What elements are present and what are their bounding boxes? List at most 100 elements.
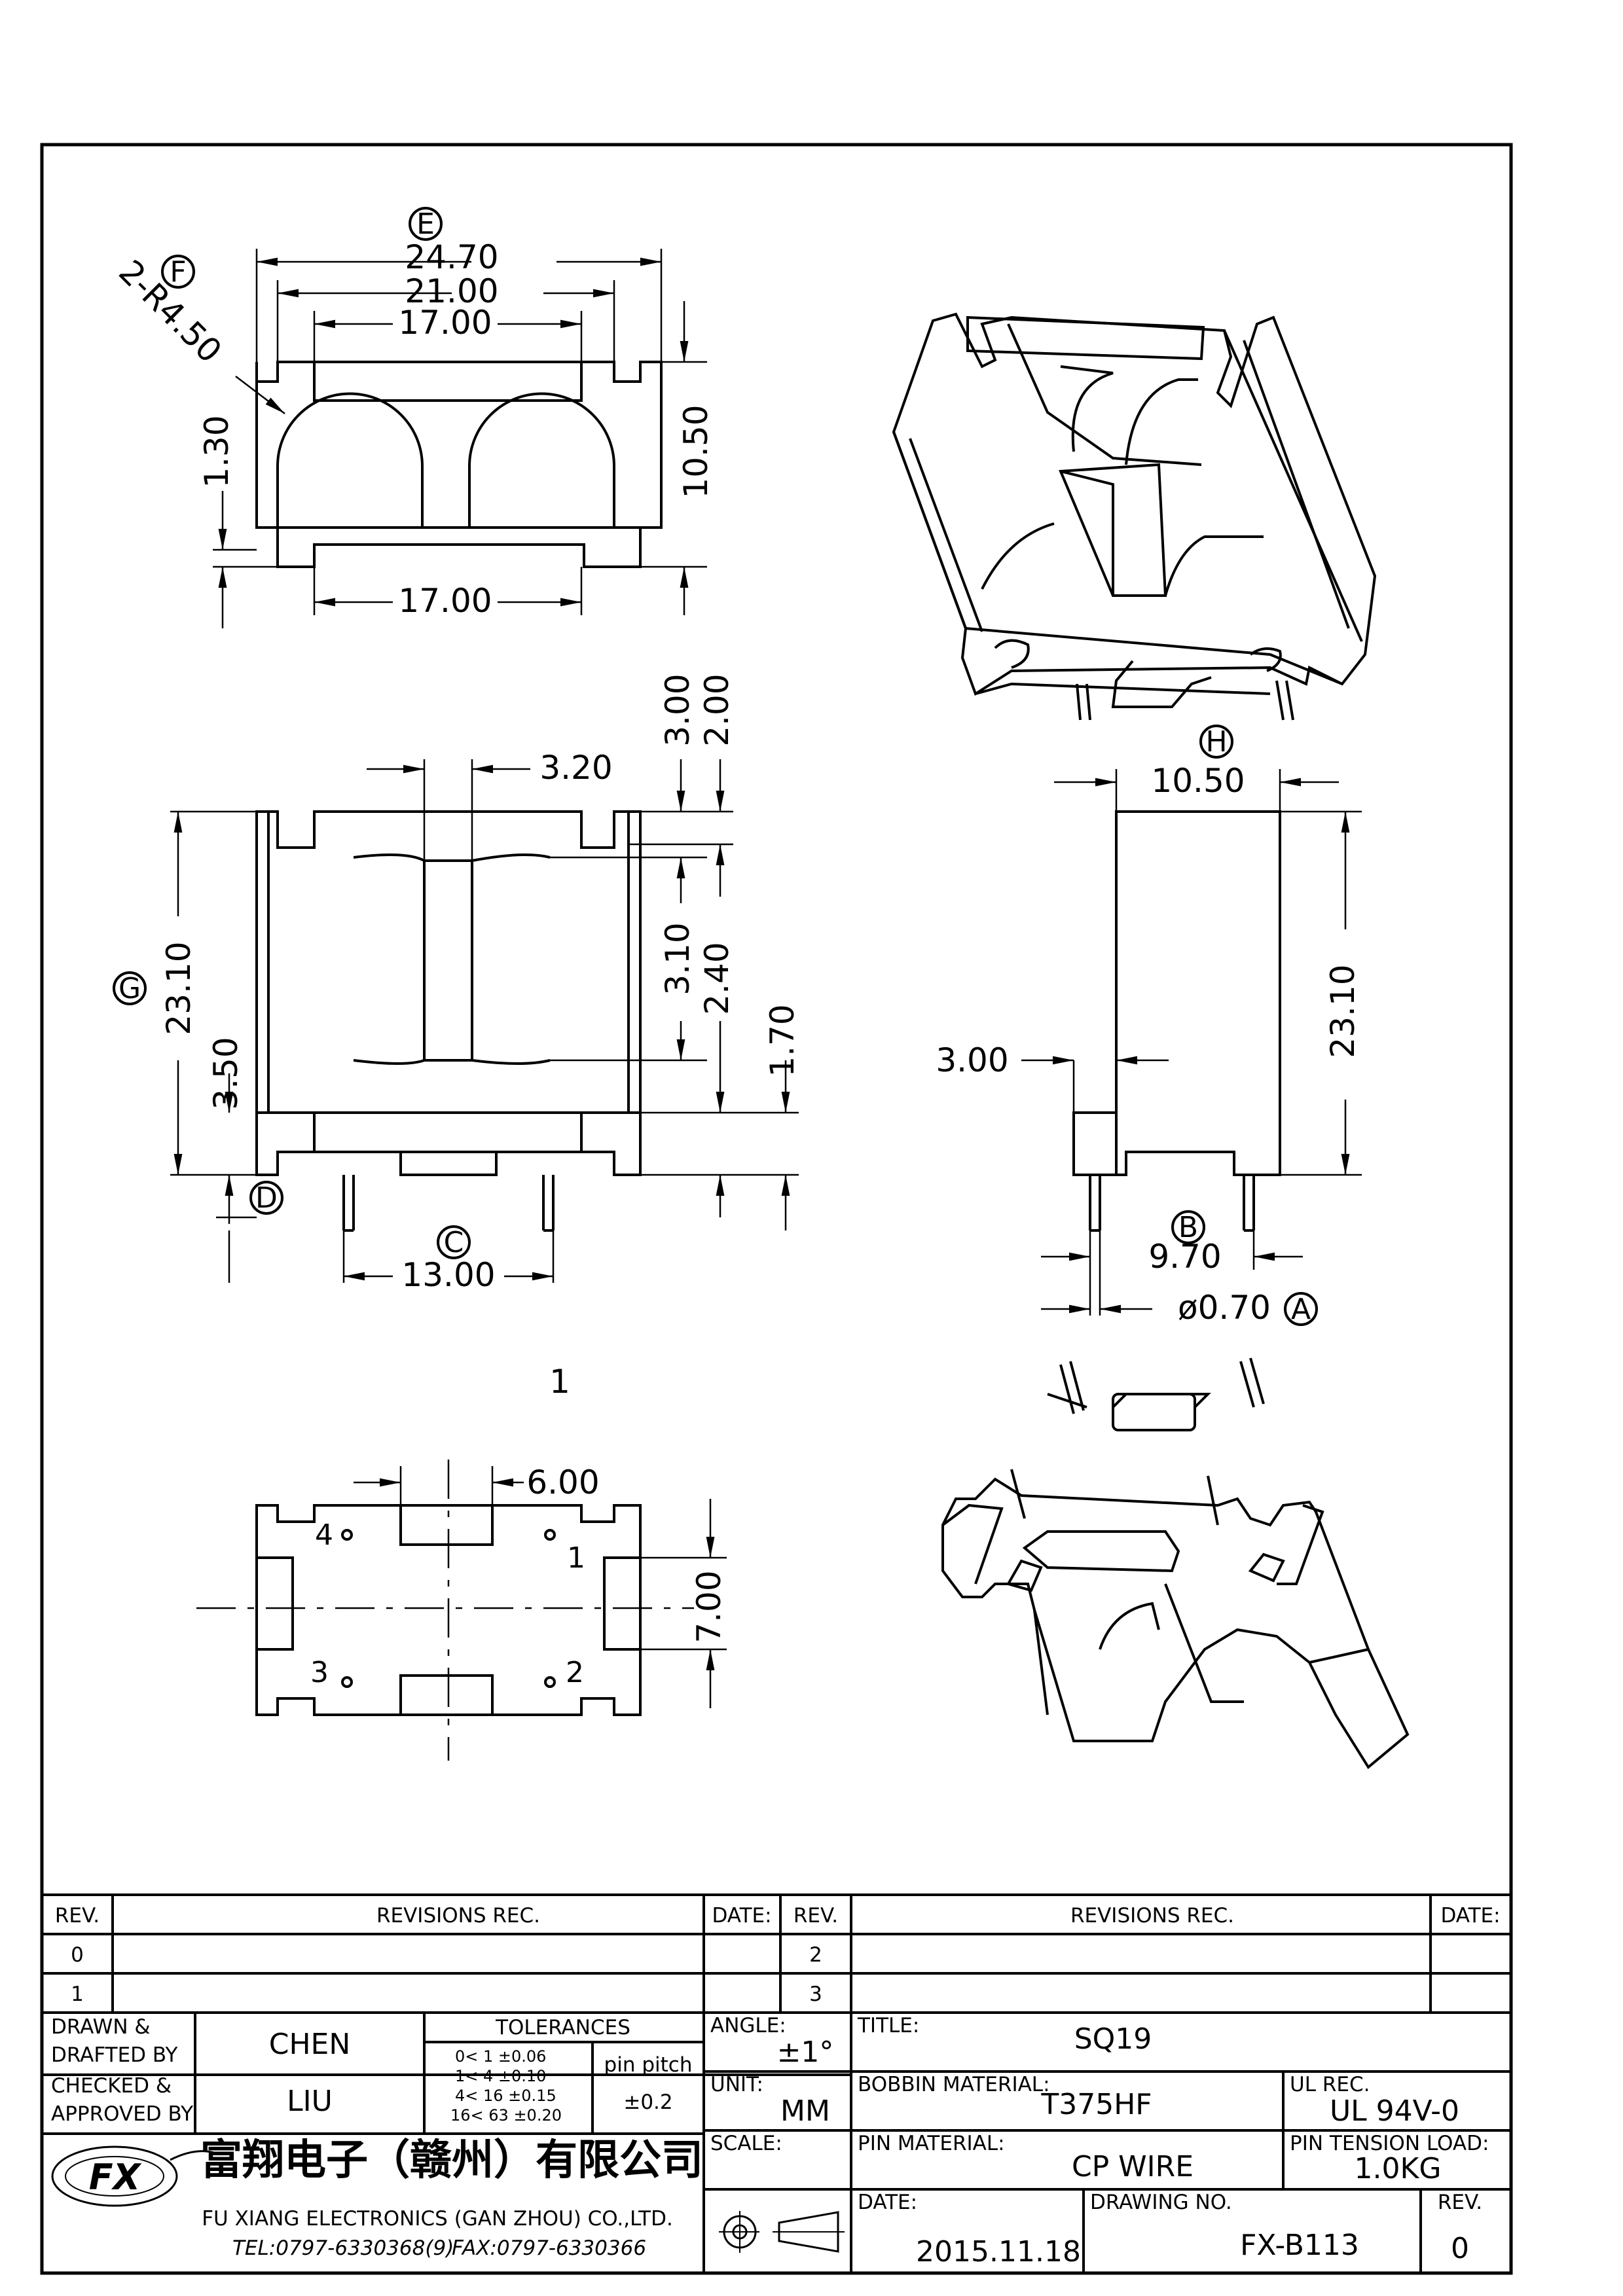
bobbin-material-value: T375HF (1040, 2088, 1152, 2121)
marker-b-circle (1171, 1210, 1205, 1244)
front-view: 3.20 3.00 2.00 23.10 3.10 2.40 1.70 3.50… (113, 673, 801, 1294)
drawing-border (40, 143, 1513, 2275)
dim-front-3-10: 3.10 (659, 922, 697, 995)
pin-4: 4 (315, 1518, 333, 1552)
rev-header-left: REV. (55, 1904, 100, 1928)
marker-c-circle (437, 1225, 471, 1259)
dim-10-50-top: 10.50 (677, 404, 715, 498)
rev-value: 0 (1451, 2232, 1469, 2265)
approved-by-value: LIU (287, 2085, 333, 2118)
logo-text: FX (89, 2157, 142, 2198)
company-tel: TEL:0797-6330368(9) (232, 2236, 454, 2260)
pin-2: 2 (566, 1656, 584, 1689)
dim-front-3-00: 3.00 (659, 673, 697, 746)
dim-front-23-10: 23.10 (160, 941, 198, 1035)
ul-rec-value: UL 94V-0 (1330, 2094, 1459, 2128)
angle-value: ±1° (777, 2036, 834, 2069)
marker-e: E (416, 207, 435, 241)
rev-row-0: 0 (71, 1943, 84, 1967)
drawing-no-label: DRAWING NO. (1090, 2191, 1232, 2214)
drawing-no-value: FX-B113 (1240, 2229, 1359, 2262)
dim-21-00: 21.00 (405, 272, 498, 310)
rev-label: REV. (1438, 2191, 1482, 2214)
marker-f: F (170, 255, 186, 289)
marker-a: A (1291, 1293, 1311, 1326)
pin-material-label: PIN MATERIAL: (858, 2132, 1005, 2155)
pin-pitch-label: pin pitch (604, 2053, 693, 2077)
drawn-by-value: CHEN (269, 2028, 351, 2061)
dim-side-3-00: 3.00 (936, 1041, 1008, 1079)
drafted-label: DRAFTED BY (51, 2043, 177, 2067)
pin-material-value: CP WIRE (1072, 2150, 1194, 2183)
dim-1-30: 1.30 (198, 415, 236, 488)
dim-front-3-50: 3.50 (207, 1037, 245, 1109)
company-name-cn: 富翔电子（赣州）有限公司 (200, 2136, 703, 2185)
view-number: 1 (549, 1363, 570, 1401)
pin-tension-value: 1.0KG (1355, 2152, 1442, 2185)
marker-c: C (444, 1226, 464, 1259)
pin-pitch-value: ±0.2 (623, 2090, 672, 2114)
projection-symbol-icon (719, 2211, 845, 2253)
date-value: 2015.11.18 (916, 2235, 1081, 2269)
rev-header-right: REV. (793, 1904, 838, 1928)
unit-label: UNIT: (710, 2073, 763, 2096)
rev-row-1: 1 (71, 1982, 84, 2006)
date-header-left: DATE: (712, 1904, 771, 1928)
dim-side-9-70: 9.70 (1148, 1238, 1221, 1276)
marker-d-circle (249, 1181, 283, 1215)
marker-b: B (1178, 1211, 1198, 1244)
scale-label: SCALE: (710, 2132, 782, 2155)
marker-g-circle (113, 971, 147, 1005)
marker-d: D (255, 1181, 278, 1215)
revisions-header-right: REVISIONS REC. (1070, 1904, 1234, 1928)
marker-f-circle (161, 255, 195, 289)
pin-3: 3 (310, 1656, 329, 1689)
marker-g: G (119, 972, 141, 1005)
date-header-right: DATE: (1440, 1904, 1500, 1928)
bobbin-material-label: BOBBIN MATERIAL: (858, 2073, 1050, 2096)
tol-row-4: 16< 63 ±0.20 (450, 2106, 562, 2125)
dim-3-20: 3.20 (539, 749, 612, 787)
dim-17-00-top: 17.00 (398, 304, 492, 342)
date-label: DATE: (858, 2191, 917, 2214)
company-name-en: FU XIANG ELECTRONICS (GAN ZHOU) CO.,LTD. (202, 2207, 673, 2231)
marker-h-circle (1199, 725, 1233, 759)
marker-a-circle (1284, 1292, 1318, 1326)
dim-bottom-6-00: 6.00 (526, 1463, 599, 1501)
bottom-view: 6.00 7.00 1 4 1 3 2 (196, 1363, 728, 1761)
dim-front-2-40: 2.40 (698, 942, 736, 1014)
dim-17-00-bottom: 17.00 (398, 582, 492, 620)
angle-label: ANGLE: (710, 2014, 786, 2037)
dim-side-23-10: 23.10 (1324, 964, 1362, 1058)
company-fax: FAX:0797-6330366 (452, 2236, 646, 2260)
dim-bottom-7-00: 7.00 (690, 1570, 728, 1643)
tol-row-3: 4< 16 ±0.15 (455, 2087, 556, 2105)
company-logo-icon: FX (51, 2145, 217, 2207)
dim-front-1-70: 1.70 (763, 1004, 801, 1077)
title-label: TITLE: (857, 2014, 919, 2037)
dim-front-13-00: 13.00 (401, 1256, 495, 1294)
approved-label: APPROVED BY (51, 2102, 193, 2126)
tol-row-2: 1< 4 ±0.10 (455, 2067, 546, 2085)
rev-row-2: 2 (809, 1943, 822, 1967)
revisions-header-left: REVISIONS REC. (376, 1904, 540, 1928)
dim-front-2-00: 2.00 (698, 673, 736, 746)
dim-24-70: 24.70 (405, 238, 498, 276)
checked-label: CHECKED & (51, 2074, 172, 2098)
isometric-view-top (892, 312, 1377, 721)
tolerances-title: TOLERANCES (495, 2016, 630, 2039)
dim-pin-dia: ø0.70 (1178, 1289, 1271, 1327)
ul-rec-label: UL REC. (1290, 2073, 1370, 2096)
title-block: DRAWN & DRAFTED BY CHEN CHECKED & APPROV… (42, 2013, 1511, 2273)
rev-row-3: 3 (809, 1982, 822, 2006)
top-view: 24.70 21.00 17.00 17.00 10.50 1.30 2-R4.… (111, 207, 715, 628)
marker-h: H (1205, 725, 1227, 759)
pin-1: 1 (567, 1541, 585, 1575)
title-value: SQ19 (1074, 2022, 1152, 2056)
revision-table: REV. REVISIONS REC. DATE: REV. REVISIONS… (41, 1893, 1512, 2014)
marker-e-circle (409, 207, 443, 241)
dim-side-10-50: 10.50 (1151, 762, 1245, 800)
drawn-label: DRAWN & (51, 2015, 151, 2039)
pin-tension-label: PIN TENSION LOAD: (1290, 2132, 1489, 2155)
